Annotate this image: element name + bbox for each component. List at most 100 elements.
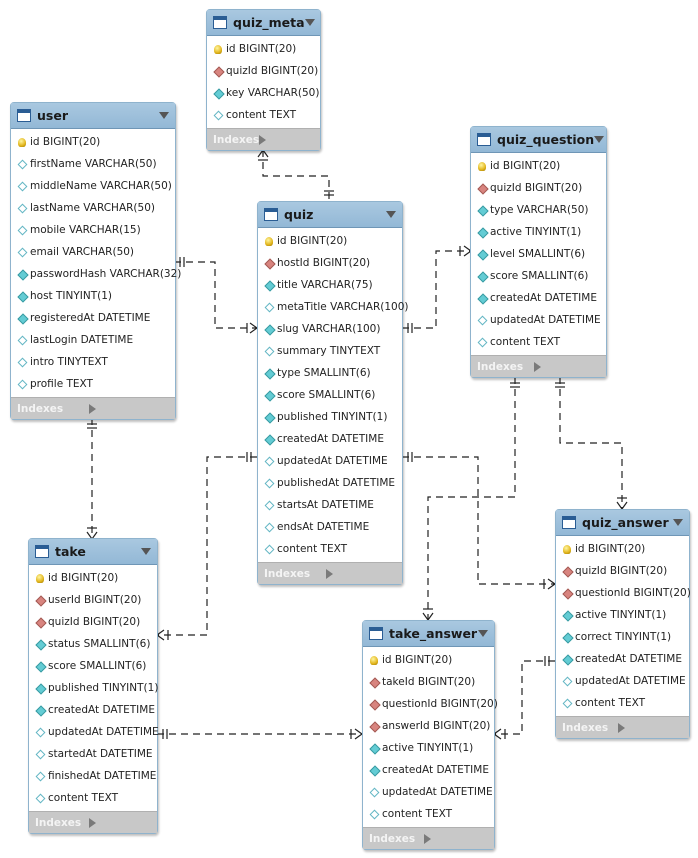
column-row[interactable]: active TINYINT(1) [556, 604, 689, 626]
table-header[interactable]: quiz_question [471, 127, 606, 153]
column-row[interactable]: startsAt DATETIME [258, 494, 402, 516]
collapse-arrow-icon[interactable] [141, 548, 151, 555]
collapse-arrow-icon[interactable] [478, 630, 488, 637]
column-row[interactable]: profile TEXT [11, 373, 175, 395]
column-row[interactable]: correct TINYINT(1) [556, 626, 689, 648]
indexes-section[interactable]: Indexes [258, 562, 402, 584]
indexes-section[interactable]: Indexes [556, 716, 689, 738]
column-row[interactable]: lastLogin DATETIME [11, 329, 175, 351]
column-row[interactable]: content TEXT [363, 803, 494, 825]
column-row[interactable]: id BIGINT(20) [29, 567, 157, 589]
indexes-section[interactable]: Indexes [207, 128, 320, 150]
column-row[interactable]: publishedAt DATETIME [258, 472, 402, 494]
column-row[interactable]: updatedAt DATETIME [258, 450, 402, 472]
column-row[interactable]: startedAt DATETIME [29, 743, 157, 765]
indexes-section[interactable]: Indexes [11, 397, 175, 419]
column-row[interactable]: quizId BIGINT(20) [471, 177, 606, 199]
column-row[interactable]: id BIGINT(20) [471, 155, 606, 177]
column-row[interactable]: content TEXT [471, 331, 606, 353]
column-row[interactable]: createdAt DATETIME [29, 699, 157, 721]
column-row[interactable]: middleName VARCHAR(50) [11, 175, 175, 197]
indexes-section[interactable]: Indexes [29, 811, 157, 833]
expand-arrow-icon[interactable] [259, 134, 312, 145]
column-row[interactable]: questionId BIGINT(20) [363, 693, 498, 715]
column-row[interactable]: published TINYINT(1) [258, 406, 402, 428]
column-row[interactable]: createdAt DATETIME [363, 759, 494, 781]
column-row[interactable]: createdAt DATETIME [258, 428, 402, 450]
column-row[interactable]: takeId BIGINT(20) [363, 671, 494, 693]
expand-arrow-icon[interactable] [325, 568, 395, 579]
column-row[interactable]: content TEXT [258, 538, 402, 560]
expand-arrow-icon[interactable] [88, 403, 168, 414]
column-row[interactable]: score SMALLINT(6) [29, 655, 157, 677]
expand-arrow-icon[interactable] [424, 833, 486, 844]
column-row[interactable]: host TINYINT(1) [11, 285, 175, 307]
column-row[interactable]: finishedAt DATETIME [29, 765, 157, 787]
column-row[interactable]: endsAt DATETIME [258, 516, 402, 538]
column-row[interactable]: email VARCHAR(50) [11, 241, 175, 263]
column-row[interactable]: intro TINYTEXT [11, 351, 175, 373]
expand-arrow-icon[interactable] [88, 817, 150, 828]
column-row[interactable]: slug VARCHAR(100) [258, 318, 402, 340]
column-row[interactable]: mobile VARCHAR(15) [11, 219, 175, 241]
column-row[interactable]: type VARCHAR(50) [471, 199, 606, 221]
column-row[interactable]: id BIGINT(20) [363, 649, 494, 671]
expand-arrow-icon[interactable] [534, 361, 598, 372]
column-row[interactable]: summary TINYTEXT [258, 340, 402, 362]
column-row[interactable]: userId BIGINT(20) [29, 589, 157, 611]
column-row[interactable]: score SMALLINT(6) [258, 384, 402, 406]
table-header[interactable]: quiz_meta [207, 10, 320, 36]
column-row[interactable]: id BIGINT(20) [556, 538, 689, 560]
column-row[interactable]: active TINYINT(1) [363, 737, 494, 759]
column-row[interactable]: firstName VARCHAR(50) [11, 153, 175, 175]
column-row[interactable]: createdAt DATETIME [471, 287, 606, 309]
column-row[interactable]: quizId BIGINT(20) [29, 611, 157, 633]
collapse-arrow-icon[interactable] [386, 211, 396, 218]
column-row[interactable]: id BIGINT(20) [207, 38, 320, 60]
column-row[interactable]: type SMALLINT(6) [258, 362, 402, 384]
column-row[interactable]: content TEXT [556, 692, 689, 714]
table-quiz-answer[interactable]: quiz_answer id BIGINT(20)quizId BIGINT(2… [555, 509, 691, 739]
column-row[interactable]: content TEXT [207, 104, 320, 126]
column-row[interactable]: passwordHash VARCHAR(32) [11, 263, 181, 285]
column-row[interactable]: published TINYINT(1) [29, 677, 158, 699]
column-row[interactable]: level SMALLINT(6) [471, 243, 606, 265]
collapse-arrow-icon[interactable] [304, 19, 315, 26]
column-row[interactable]: title VARCHAR(75) [258, 274, 402, 296]
column-row[interactable]: registeredAt DATETIME [11, 307, 175, 329]
table-header[interactable]: take [29, 539, 157, 565]
column-row[interactable]: lastName VARCHAR(50) [11, 197, 175, 219]
table-header[interactable]: quiz [258, 202, 402, 228]
column-row[interactable]: status SMALLINT(6) [29, 633, 157, 655]
column-row[interactable]: hostId BIGINT(20) [258, 252, 402, 274]
expand-arrow-icon[interactable] [618, 722, 681, 733]
table-quiz[interactable]: quiz id BIGINT(20)hostId BIGINT(20)title… [257, 201, 409, 585]
table-take[interactable]: take id BIGINT(20)userId BIGINT(20)quizI… [28, 538, 159, 834]
collapse-arrow-icon[interactable] [673, 519, 683, 526]
column-row[interactable]: quizId BIGINT(20) [207, 60, 320, 82]
table-quiz-question[interactable]: quiz_question id BIGINT(20)quizId BIGINT… [470, 126, 607, 378]
column-row[interactable]: key VARCHAR(50) [207, 82, 320, 104]
column-row[interactable]: metaTitle VARCHAR(100) [258, 296, 409, 318]
column-row[interactable]: answerId BIGINT(20) [363, 715, 494, 737]
column-row[interactable]: updatedAt DATETIME [556, 670, 689, 692]
column-row[interactable]: updatedAt DATETIME [29, 721, 159, 743]
table-header[interactable]: user [11, 103, 175, 129]
column-row[interactable]: questionId BIGINT(20) [556, 582, 691, 604]
column-row[interactable]: updatedAt DATETIME [471, 309, 606, 331]
column-row[interactable]: updatedAt DATETIME [363, 781, 494, 803]
indexes-section[interactable]: Indexes [363, 827, 494, 849]
table-quiz-meta[interactable]: quiz_meta id BIGINT(20)quizId BIGINT(20)… [206, 9, 321, 151]
column-row[interactable]: quizId BIGINT(20) [556, 560, 689, 582]
table-user[interactable]: user id BIGINT(20)firstName VARCHAR(50)m… [10, 102, 181, 420]
column-row[interactable]: content TEXT [29, 787, 157, 809]
table-take-answer[interactable]: take_answer id BIGINT(20)takeId BIGINT(2… [362, 620, 498, 850]
collapse-arrow-icon[interactable] [159, 112, 169, 119]
table-header[interactable]: quiz_answer [556, 510, 689, 536]
column-row[interactable]: id BIGINT(20) [11, 131, 175, 153]
column-row[interactable]: createdAt DATETIME [556, 648, 689, 670]
indexes-section[interactable]: Indexes [471, 355, 606, 377]
column-row[interactable]: active TINYINT(1) [471, 221, 606, 243]
collapse-arrow-icon[interactable] [594, 136, 605, 143]
table-header[interactable]: take_answer [363, 621, 494, 647]
